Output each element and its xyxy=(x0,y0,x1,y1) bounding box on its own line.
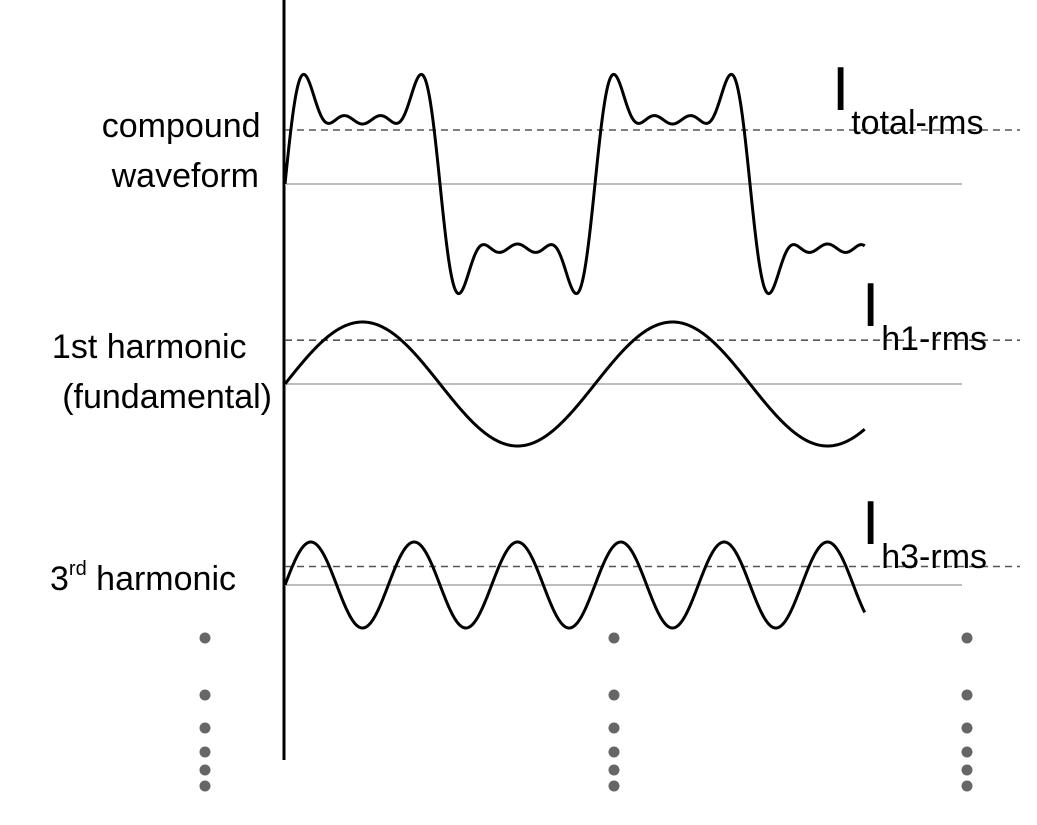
total-rms-symbol: I xyxy=(832,55,849,124)
h3-waveform xyxy=(283,540,867,630)
row-compound: compound waveform Itotal-rms xyxy=(102,55,1020,296)
compound-label-line-2: waveform xyxy=(111,157,259,195)
continuation-dot xyxy=(608,689,620,701)
continuation-dot xyxy=(961,722,973,734)
h1-rms-label: Ih1-rms xyxy=(862,271,987,358)
total-rms-label: Itotal-rms xyxy=(832,55,983,142)
compound-waveform xyxy=(283,72,866,296)
row-h1: 1st harmonic (fundamental) Ih1-rms xyxy=(52,271,1020,448)
h1-waveform xyxy=(283,320,866,448)
continuation-dot xyxy=(608,764,620,776)
continuation-dot xyxy=(199,689,211,701)
continuation-dot xyxy=(961,632,973,644)
h1-label-line-2: (fundamental) xyxy=(62,378,272,416)
continuation-dot xyxy=(961,689,973,701)
continuation-dot xyxy=(961,764,973,776)
continuation-dot xyxy=(608,746,620,758)
h3-label-number: 3 xyxy=(50,560,69,598)
continuation-dot xyxy=(199,746,211,758)
total-rms-subscript: total-rms xyxy=(851,104,983,142)
h3-rms-subscript: h3-rms xyxy=(881,538,987,576)
h1-label: 1st harmonic (fundamental) xyxy=(52,328,272,416)
continuation-dot xyxy=(961,780,973,792)
continuation-dot xyxy=(961,746,973,758)
continuation-dot xyxy=(608,632,620,644)
continuation-dot xyxy=(608,780,620,792)
h1-rms-symbol: I xyxy=(862,271,879,340)
h3-label: 3rd harmonic xyxy=(50,558,236,598)
h3-label-rest: harmonic xyxy=(87,560,236,598)
continuation-dot xyxy=(199,632,211,644)
h3-rms-symbol: I xyxy=(862,489,879,558)
h1-label-line-1: 1st harmonic xyxy=(52,328,247,366)
h3-label-superscript: rd xyxy=(69,558,87,580)
row-h3: 3rd harmonic Ih3-rms xyxy=(50,489,1020,630)
continuation-dot xyxy=(608,722,620,734)
continuation-dot xyxy=(199,764,211,776)
continuation-dots xyxy=(199,632,973,792)
h3-rms-label: Ih3-rms xyxy=(862,489,987,576)
continuation-dot xyxy=(199,780,211,792)
h1-rms-subscript: h1-rms xyxy=(881,320,987,358)
compound-label-line-1: compound xyxy=(102,107,261,145)
continuation-dot xyxy=(199,722,211,734)
compound-label: compound waveform xyxy=(102,107,270,195)
